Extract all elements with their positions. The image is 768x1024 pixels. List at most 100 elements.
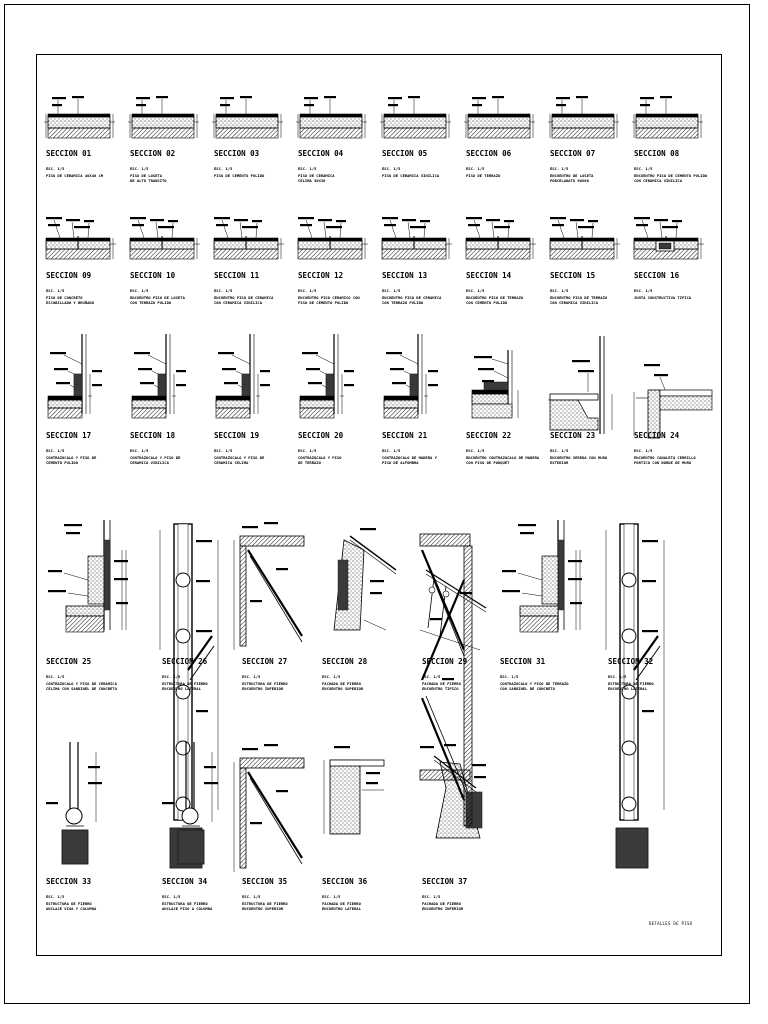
section-scale: ESC. 1/5 xyxy=(550,166,569,171)
section-title: SECCION 29 xyxy=(422,657,468,666)
section-title: SECCION 33 xyxy=(46,877,92,886)
section-scale: ESC. 1/5 xyxy=(322,894,341,899)
section-description: CONTRAZOCALO DE MADERA Y xyxy=(382,455,438,460)
section-description: ESTRUCTURA DE FIERRO xyxy=(162,681,208,686)
section-description: PISO DE CERAMICA VINILICA xyxy=(382,173,440,178)
section-description: ENCUENTRO CANALETA CERRILLO xyxy=(634,455,696,460)
section-description: PORCELANATO 60X60 xyxy=(550,178,590,183)
section-description: CONTRAZOCALO Y PISO DE TERRAZO xyxy=(500,681,569,686)
section-scale: ESC. 1/5 xyxy=(466,288,485,293)
section-description: PISO DE CEMENTO PULIDO xyxy=(298,300,349,305)
section-description: CON CERAMICA VINILICA xyxy=(214,300,263,305)
section-title: SECCION 16 xyxy=(634,271,680,280)
section-title: SECCION 36 xyxy=(322,877,368,886)
section-description: ENCUENTRO INFERIOR xyxy=(422,906,464,911)
section-description: ESCOBILLADO Y BRUÑADO xyxy=(46,300,95,305)
section-description: CON CEMENTO PULIDO xyxy=(466,300,508,305)
section-scale: ESC. 1/5 xyxy=(46,894,65,899)
section-description: PISO DE ALFOMBRA xyxy=(382,460,419,465)
section-title: SECCION 03 xyxy=(214,149,260,158)
section-title: SECCION 28 xyxy=(322,657,368,666)
section-description: FACHADA DE FIERRO xyxy=(322,681,362,686)
section-description: PISO DE CEMENTO PULIDO xyxy=(214,173,265,178)
section-scale: ESC. 1/5 xyxy=(500,674,519,679)
section-scale: ESC. 1/5 xyxy=(46,448,65,453)
section-description: CON TERRAZO PULIDO xyxy=(130,300,172,305)
section-description: ESTRUCTURA DE FIERRO xyxy=(242,901,288,906)
section-description: PISO DE TERRAZO xyxy=(466,173,501,178)
section-scale: ESC. 1/5 xyxy=(634,288,653,293)
section-description: CON PISO DE PARQUET xyxy=(466,460,510,465)
truss-frame-large xyxy=(419,533,473,827)
section-scale: ESC. 1/5 xyxy=(422,894,441,899)
section-title: SECCION 15 xyxy=(550,271,595,280)
section-description: PISO DE LOSETA xyxy=(130,173,163,178)
section-scale: ESC. 1/5 xyxy=(242,894,261,899)
section-description: CONTRAZOCALO Y PISO DE xyxy=(46,455,97,460)
section-scale: ESC. 1/5 xyxy=(46,288,65,293)
section-title: SECCION 14 xyxy=(466,271,512,280)
section-description: CONTRAZOCALO Y PISO DE CERAMICA xyxy=(46,681,118,686)
section-description: FACHADA DE FIERRO xyxy=(422,901,462,906)
section-description: DE ALTO TRANSITO xyxy=(130,178,167,183)
section-title: SECCION 26 xyxy=(162,657,208,666)
section-title: SECCION 05 xyxy=(382,149,427,158)
section-description: ESTRUCTURA DE FIERRO xyxy=(162,901,208,906)
section-description: ANCLAJE PISO A COLUMNA xyxy=(162,906,213,911)
section-description: ENCUENTRO PISO DE TERRAZO xyxy=(466,295,524,300)
section-description: CON CERAMICA VINILICA xyxy=(550,300,599,305)
section-description: CEMENTO PULIDO xyxy=(46,460,79,465)
section-scale: ESC. 1/5 xyxy=(382,166,401,171)
section-description: ESTRUCTURA DE FIERRO xyxy=(608,681,654,686)
section-description: CON TERRAZO PULIDO xyxy=(382,300,424,305)
section-scale: ESC. 1/5 xyxy=(130,166,149,171)
section-description: ENCUENTRO CONTRAZOCALO DE MADERA xyxy=(466,455,540,460)
section-scale: ESC. 1/5 xyxy=(298,448,317,453)
section-title: SECCION 23 xyxy=(550,431,596,440)
section-description: ENCUENTRO SUPERIOR xyxy=(242,906,284,911)
section-description: ENCUENTRO SUPERIOR xyxy=(322,686,364,691)
section-description: PISO DE CERAMICA xyxy=(298,173,335,178)
section-scale: ESC. 1/5 xyxy=(634,448,653,453)
section-description: ESTRUCTURA DE FIERRO xyxy=(46,901,92,906)
section-description: ENCUENTRO PISO DE CERAMICA xyxy=(382,295,442,300)
section-title: SECCION 22 xyxy=(466,431,511,440)
section-description: ENCUENTRO TIPICO xyxy=(422,686,459,691)
section-description: CELIMA CON SARDINEL DE CONCRETO xyxy=(46,686,118,691)
section-description: ENCUENTRO PISO DE CEMENTO PULIDO xyxy=(634,173,708,178)
section-title: SECCION 20 xyxy=(298,431,344,440)
section-description: CONTRAZOCALO Y PISO DE xyxy=(214,455,265,460)
section-description: CON CERAMICA VINILICA xyxy=(634,178,683,183)
section-scale: ESC. 1/5 xyxy=(130,288,149,293)
section-scale: ESC. 1/5 xyxy=(162,894,181,899)
section-scale: ESC. 1/5 xyxy=(46,166,65,171)
section-description: CONTRAZOCALO Y PISO xyxy=(298,455,342,460)
section-title: SECCION 37 xyxy=(422,877,467,886)
inner-border xyxy=(36,54,722,956)
section-description: CERAMICA VINILICA xyxy=(130,460,170,465)
section-description: ESTRUCTURA DE FIERRO xyxy=(242,681,288,686)
section-scale: ESC. 1/5 xyxy=(550,448,569,453)
section-title: SECCION 18 xyxy=(130,431,176,440)
section-title: SECCION 34 xyxy=(162,877,208,886)
section-description: DE TERRAZO xyxy=(298,460,322,465)
